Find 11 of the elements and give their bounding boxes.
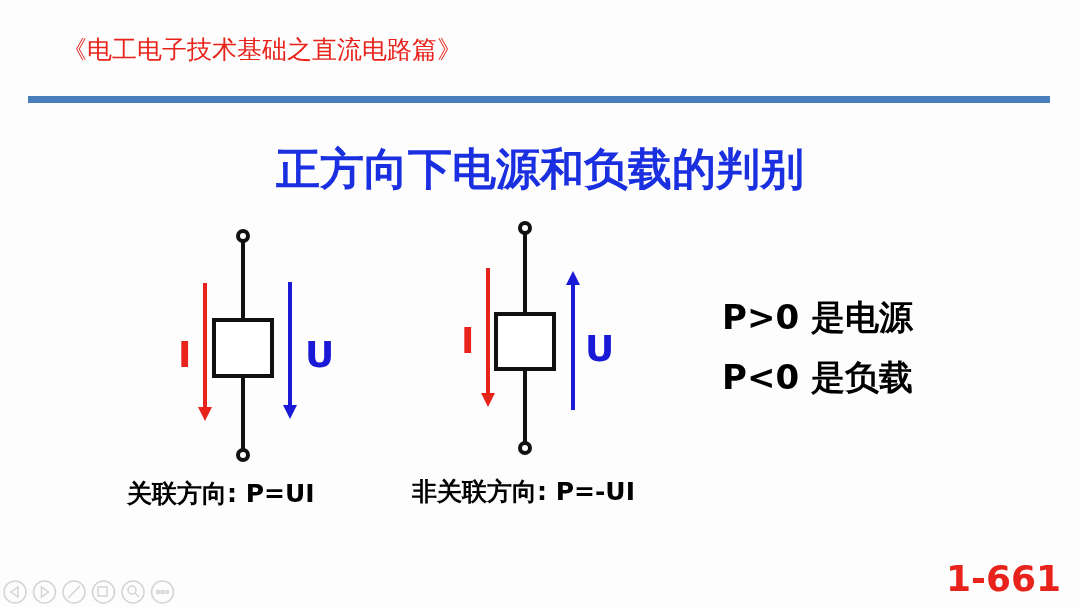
current-label: I xyxy=(178,333,192,377)
caption-text: 关联方向: P=UI xyxy=(127,478,315,510)
rule-text: P<0 是负载 xyxy=(722,356,913,399)
caption-text: 非关联方向: P=-UI xyxy=(412,476,635,508)
slide-title: 正方向下电源和负载的判别 xyxy=(274,142,805,196)
voltage-label: U xyxy=(585,327,615,371)
rule-text: P>0 是电源 xyxy=(722,296,913,339)
header-text: 《电工电子技术基础之直流电路篇》 xyxy=(62,34,462,66)
current-label: I xyxy=(461,319,475,363)
voltage-label: U xyxy=(305,333,335,377)
page-number: 1-661 xyxy=(946,557,1062,601)
